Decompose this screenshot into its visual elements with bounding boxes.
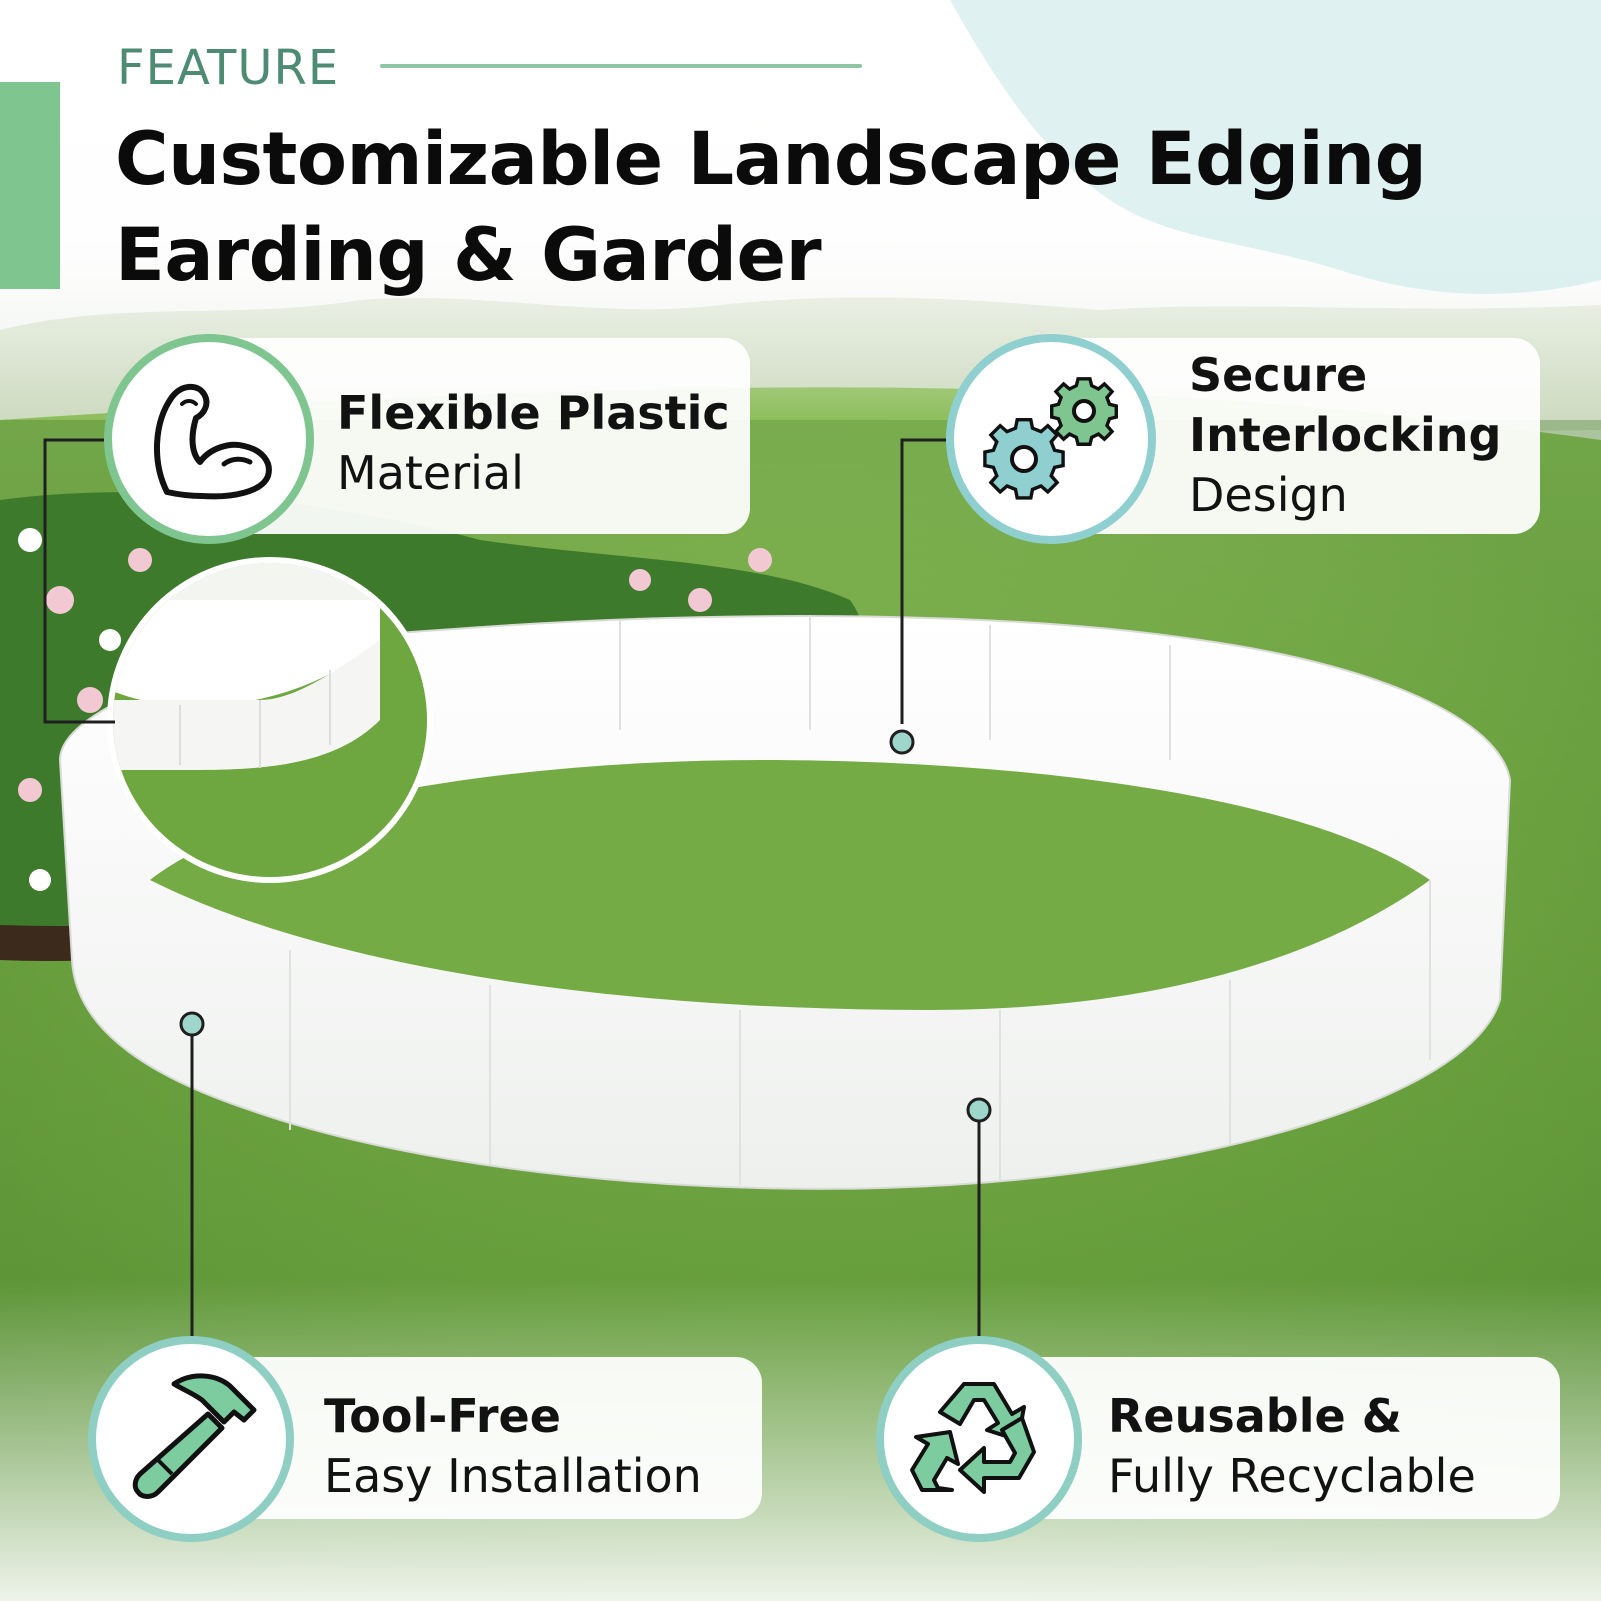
accent-side-bar	[0, 82, 60, 289]
hammer-icon	[132, 1373, 257, 1499]
feature-title: Tool-Free	[324, 1389, 561, 1443]
feature-text: Tool-Free Easy Installation	[324, 1386, 702, 1506]
page-title: Customizable Landscape Edging Earding & …	[115, 112, 1515, 304]
eyebrow-label: FEATURE	[117, 40, 340, 96]
feature-title: Reusable &	[1108, 1389, 1402, 1443]
title-line-1: Customizable Landscape Edging	[115, 117, 1427, 202]
feature-badge	[876, 1336, 1082, 1542]
gears-icon	[983, 377, 1119, 500]
feature-title-line-2: Interlocking	[1189, 408, 1502, 462]
eyebrow-divider	[380, 64, 862, 68]
feature-text: Secure Interlocking Design	[1189, 345, 1501, 525]
feature-badge	[88, 1336, 294, 1542]
flexed-arm-icon	[153, 383, 272, 500]
feature-subtitle: Design	[1189, 468, 1348, 522]
feature-text: Reusable & Fully Recyclable	[1108, 1386, 1476, 1506]
feature-title: Flexible Plastic	[337, 386, 730, 440]
feature-subtitle: Easy Installation	[324, 1449, 702, 1503]
feature-title-line-1: Secure	[1189, 348, 1368, 402]
feature-badge	[946, 334, 1156, 544]
feature-badge	[104, 334, 314, 544]
recycle-icon	[910, 1382, 1036, 1494]
feature-subtitle: Material	[337, 446, 524, 500]
feature-subtitle: Fully Recyclable	[1108, 1449, 1476, 1503]
title-line-2: Earding & Garder	[115, 213, 822, 298]
feature-text: Flexible Plastic Material	[337, 383, 730, 503]
